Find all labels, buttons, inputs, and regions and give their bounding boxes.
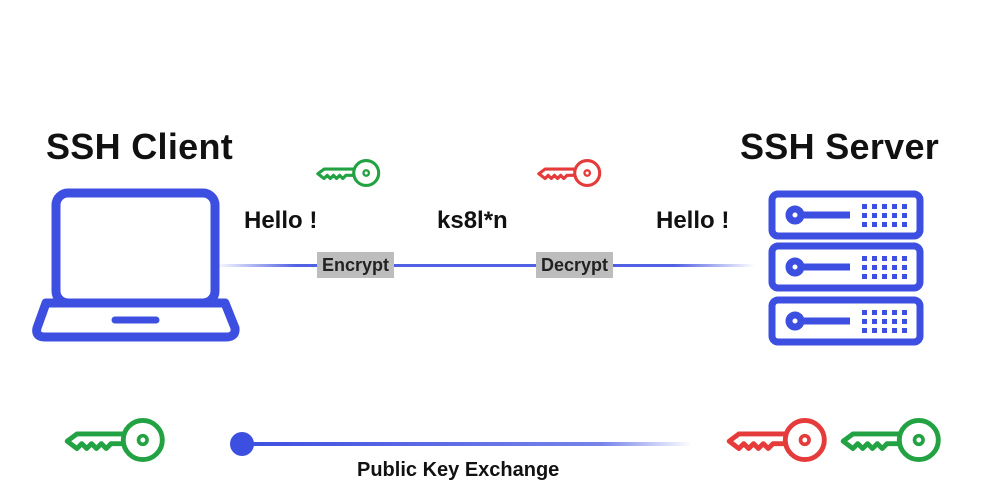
exchange-caption: Public Key Exchange — [357, 459, 560, 481]
server-icon — [768, 190, 924, 346]
decrypt-label: Decrypt — [536, 252, 614, 278]
client-title: SSH Client — [46, 126, 234, 167]
public-key-icon — [843, 420, 938, 459]
server-message: Hello ! — [656, 207, 730, 234]
channel-line — [215, 264, 755, 267]
server-title: SSH Server — [740, 126, 940, 167]
private-key-icon — [729, 420, 824, 459]
ciphertext: ks8l*n — [437, 207, 508, 234]
exchange-line — [242, 442, 692, 446]
private-key-icon — [537, 158, 602, 188]
laptop-icon — [32, 188, 240, 342]
public-key-icon — [316, 158, 381, 188]
client-message: Hello ! — [244, 207, 318, 234]
encrypt-label: Encrypt — [317, 252, 395, 278]
public-key-icon — [67, 420, 162, 459]
